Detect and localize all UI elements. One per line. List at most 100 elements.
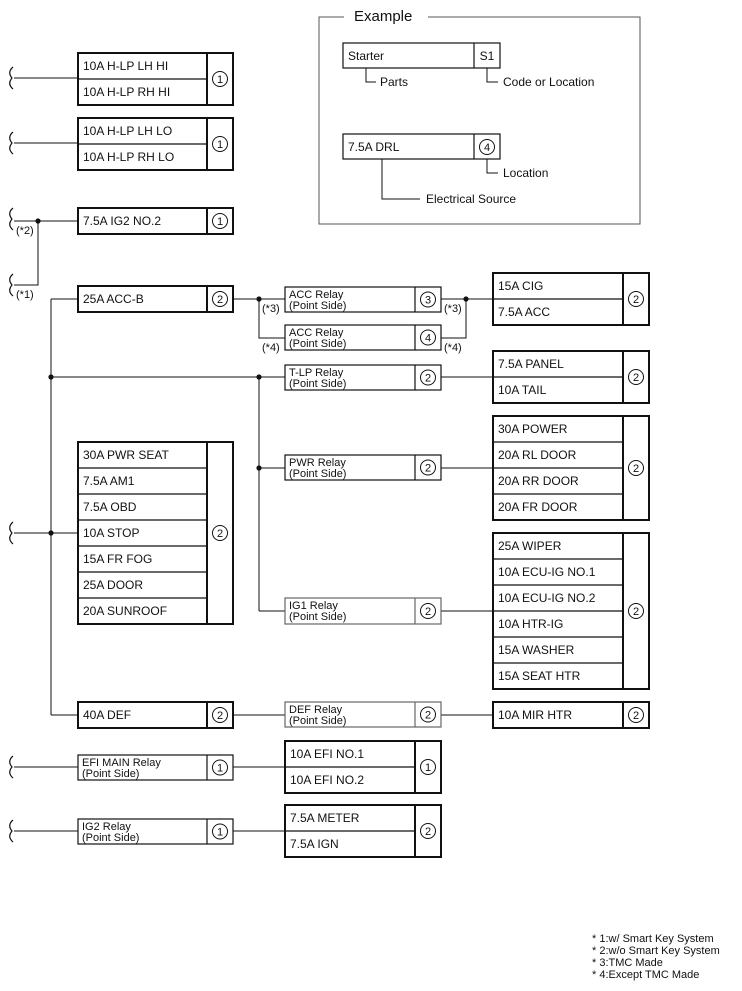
location-number: 2	[425, 826, 431, 838]
location-number-icon: 1	[212, 759, 228, 776]
location-number: 3	[425, 295, 431, 307]
location-number-icon: 2	[420, 369, 436, 386]
location-circle	[420, 459, 436, 476]
fuse-box-mir-htr: 10A MIR HTR	[492, 701, 650, 729]
marker-star4-left: (*4)	[262, 342, 280, 354]
marker-star1: (*1)	[16, 289, 34, 301]
fuse-box-panel-tail: 7.5A PANEL 10A TAIL	[492, 350, 650, 404]
relay-box-pwr: PWR Relay(Point Side)	[284, 454, 442, 481]
location-number: 1	[217, 139, 223, 151]
example-parts-name: Starter	[348, 49, 384, 63]
example-frame	[318, 16, 641, 225]
location-number: 1	[217, 216, 223, 228]
fuse-label: 10A H-LP LH HI	[83, 59, 168, 73]
location-number: 2	[633, 710, 639, 722]
marker-star2: (*2)	[16, 225, 34, 237]
location-circle	[420, 706, 436, 723]
location-circle	[212, 759, 228, 776]
location-number: 2	[425, 710, 431, 722]
fuse-box-def: 40A DEF	[77, 701, 234, 729]
location-number: 2	[425, 373, 431, 385]
fuse-label: 10A MIR HTR	[498, 708, 572, 722]
relay-box-def: DEF Relay(Point Side)	[284, 701, 442, 728]
location-circle	[212, 71, 228, 87]
location-circle	[628, 291, 644, 307]
location-number: 2	[633, 463, 639, 475]
fuse-label: 7.5A IG2 NO.2	[83, 214, 161, 228]
relay-box-tlp: T-LP Relay(Point Side)	[284, 364, 442, 391]
relay-side: (Point Side)	[289, 611, 346, 623]
location-number-icon: 2	[212, 291, 228, 307]
fuse-label: 10A TAIL	[498, 383, 547, 397]
relay-side: (Point Side)	[289, 300, 346, 312]
fuse-label: 10A ECU-IG NO.2	[498, 591, 596, 605]
fuse-label: 30A PWR SEAT	[83, 448, 169, 462]
location-circle	[628, 603, 644, 619]
relay-name: ACC Relay	[289, 327, 344, 339]
connector-break-symbol	[9, 819, 14, 843]
fuse-label: 15A SEAT HTR	[498, 669, 581, 683]
example-title-mask	[344, 8, 428, 26]
relay-box-acc_tmc: ACC Relay(Point Side)	[284, 286, 442, 313]
location-number-icon: 2	[628, 460, 644, 476]
fuse-label: 7.5A ACC	[498, 305, 550, 319]
fuse-label: 15A FR FOG	[83, 552, 152, 566]
relay-box-ig2: IG2 Relay(Point Side)	[77, 818, 234, 845]
example-location-caption: Location	[503, 166, 548, 180]
wire-acc-out-b	[441, 299, 467, 339]
fuse-label: 10A H-LP LH LO	[83, 124, 172, 138]
location-number-icon: 2	[212, 525, 228, 541]
location-number: 2	[633, 606, 639, 618]
relay-box-acc_other: ACC Relay(Point Side)	[284, 324, 442, 351]
location-number-icon: 2	[420, 603, 436, 619]
relay-side: (Point Side)	[82, 832, 139, 844]
location-number: 4	[425, 333, 431, 345]
location-circle	[420, 823, 436, 839]
fuse-label: 7.5A PANEL	[498, 357, 564, 371]
location-number: 1	[217, 827, 223, 839]
fuse-label: 20A SUNROOF	[83, 604, 167, 618]
location-number: 2	[217, 294, 223, 306]
wiring-lines	[9, 66, 498, 843]
fuse-label: 7.5A METER	[290, 811, 360, 825]
location-number-icon: 2	[420, 823, 436, 839]
location-circle	[212, 525, 228, 541]
location-circle	[212, 823, 228, 840]
relay-side: (Point Side)	[289, 715, 346, 727]
wire-star1-feed	[14, 221, 39, 286]
location-circle	[420, 329, 436, 346]
location-circle	[420, 759, 436, 775]
connector-break-symbol	[9, 273, 14, 297]
fuse-label: 10A EFI NO.2	[290, 773, 364, 787]
relay-box-ig1: IG1 Relay(Point Side)	[284, 597, 442, 625]
connector-break-symbol	[9, 521, 14, 545]
fuse-label: 10A EFI NO.1	[290, 747, 364, 761]
fuse-label: 30A POWER	[498, 422, 568, 436]
wire-acc-relay-b	[258, 299, 285, 339]
location-number-icon: 1	[212, 71, 228, 87]
fuse-label: 25A ACC-B	[83, 292, 144, 306]
fuse-label: 10A STOP	[83, 526, 139, 540]
footnote: * 1:w/ Smart Key System	[592, 933, 714, 945]
location-number-icon: 1	[212, 823, 228, 840]
location-number: 2	[633, 294, 639, 306]
example-title: Example	[354, 8, 412, 25]
location-circle	[628, 460, 644, 476]
location-circle	[628, 707, 644, 723]
example-parts-code: S1	[480, 49, 495, 63]
fuse-label: 25A WIPER	[498, 539, 562, 553]
fuse-label: 25A DOOR	[83, 578, 143, 592]
location-number: 2	[425, 463, 431, 475]
junction-dot	[35, 218, 41, 224]
relay-name: IG1 Relay	[289, 600, 338, 612]
relay-name: EFI MAIN Relay	[82, 757, 161, 769]
relay-side: (Point Side)	[289, 378, 346, 390]
connector-break-symbol	[9, 66, 14, 90]
footnote: * 3:TMC Made	[592, 957, 663, 969]
connector-break-symbol	[9, 131, 14, 155]
fuse-label: 10A HTR-IG	[498, 617, 563, 631]
